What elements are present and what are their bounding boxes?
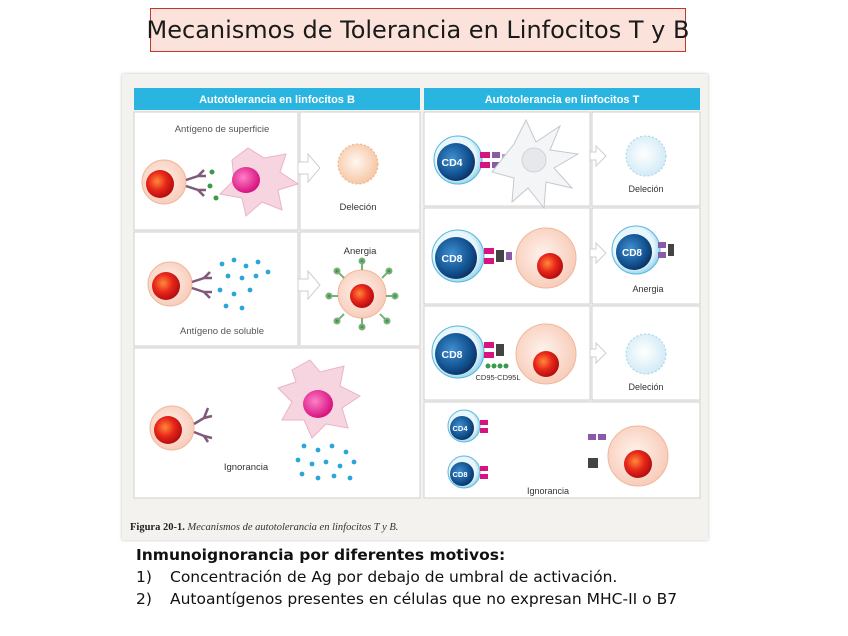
notes-item-1: 1) Concentración de Ag por debajo de umb… <box>136 568 826 586</box>
arrow-t1 <box>589 144 607 168</box>
target-cell-ignorance <box>607 425 669 487</box>
arrow-t2 <box>589 241 607 265</box>
tolerance-figure: Autotolerancia en linfocitos B Autotoler… <box>122 74 708 540</box>
notes-item-2: 2) Autoantígenos presentes en células qu… <box>136 590 826 608</box>
label-cd8-ignorance: CD8 <box>452 470 467 479</box>
label-t1-deletion: Deleción <box>628 184 663 194</box>
soluble-antigens <box>217 257 271 311</box>
caption-bold: Figura 20-1. <box>130 522 185 533</box>
t-header-text: Autotolerancia en linfocitos T <box>485 94 640 106</box>
slide-title: Mecanismos de Tolerancia en Linfocitos T… <box>146 16 690 44</box>
label-t3-deletion: Deleción <box>628 382 663 392</box>
notes-item-2-text: Autoantígenos presentes en células que n… <box>170 590 678 608</box>
label-cd4-ignorance: CD4 <box>452 424 468 433</box>
b-header-bar <box>134 88 420 110</box>
slide-title-box: Mecanismos de Tolerancia en Linfocitos T… <box>147 8 689 52</box>
bcr-ignorance <box>193 407 213 443</box>
apc-surface-nucleus <box>232 167 260 193</box>
notes-item-1-text: Concentración de Ag por debajo de umbral… <box>170 568 618 586</box>
target-cell-cd8-2 <box>515 323 577 385</box>
tcr-fas-cd8-2 <box>484 342 509 369</box>
label-surface-antigen: Antígeno de superficie <box>175 124 270 135</box>
ghost-cell-b-deletion <box>337 143 379 185</box>
cd8-t-cell-ignorance: CD8 <box>447 455 488 489</box>
tolerance-diagram: Autotolerancia en linfocitos B Autotoler… <box>133 88 701 499</box>
label-cd8-1: CD8 <box>441 253 462 265</box>
label-t-ignorance: Ignorancia <box>527 486 569 496</box>
dendritic-cell-nucleus <box>521 147 547 173</box>
bcr-surface <box>185 169 206 197</box>
apc-ignorance-nucleus <box>303 390 333 418</box>
notes-item-1-num: 1) <box>136 568 152 586</box>
arrow-t3 <box>589 341 607 365</box>
label-fas: CD95-CD95L <box>475 373 520 382</box>
b-cell-surface <box>141 159 187 205</box>
target-cell-cd8-1 <box>515 227 577 289</box>
label-b-ignorance: Ignorancia <box>224 462 269 473</box>
label-b-anergy: Anergia <box>344 246 377 257</box>
mhc-ignorance <box>588 434 606 468</box>
cd8-t-cell-2: CD8 <box>431 325 485 379</box>
ghost-cell-t1 <box>625 135 667 177</box>
cd8-t-cell-1: CD8 <box>431 229 485 283</box>
ignorance-antigens <box>295 443 357 481</box>
cd4-t-cell-1: CD4 <box>433 135 483 185</box>
bcr-soluble <box>191 271 212 299</box>
label-cd8-2: CD8 <box>441 349 462 361</box>
caption-text: Mecanismos de autotolerancia en linfocit… <box>187 522 399 533</box>
label-t-anergy: Anergia <box>632 284 663 294</box>
b-cell-soluble <box>147 261 193 307</box>
surface-antigens <box>207 169 219 201</box>
notes-item-2-num: 2) <box>136 590 152 608</box>
figure-caption: Figura 20-1. Mecanismos de autotoleranci… <box>130 522 398 533</box>
label-cd8-anergy: CD8 <box>622 248 642 259</box>
b-cell-ignorance <box>149 405 195 451</box>
label-cd4-1: CD4 <box>441 157 462 169</box>
anergic-cd8-cell: CD8 <box>611 225 674 275</box>
b-header-text: Autotolerancia en linfocitos B <box>199 94 355 106</box>
notes-heading: Inmunoignorancia por diferentes motivos: <box>136 546 506 564</box>
tcr-mhc-cd8-1 <box>484 248 512 264</box>
arrow-b1 <box>297 152 321 184</box>
ghost-cell-t3 <box>625 333 667 375</box>
anergic-b-cell <box>325 257 399 331</box>
label-soluble-antigen: Antígeno de soluble <box>180 326 264 337</box>
label-b-deletion: Deleción <box>340 202 377 213</box>
cd4-t-cell-ignorance: CD4 <box>447 409 488 443</box>
arrow-b2 <box>297 269 321 301</box>
notes-block: Inmunoignorancia por diferentes motivos:… <box>136 546 826 612</box>
t-header-bar <box>424 88 700 110</box>
